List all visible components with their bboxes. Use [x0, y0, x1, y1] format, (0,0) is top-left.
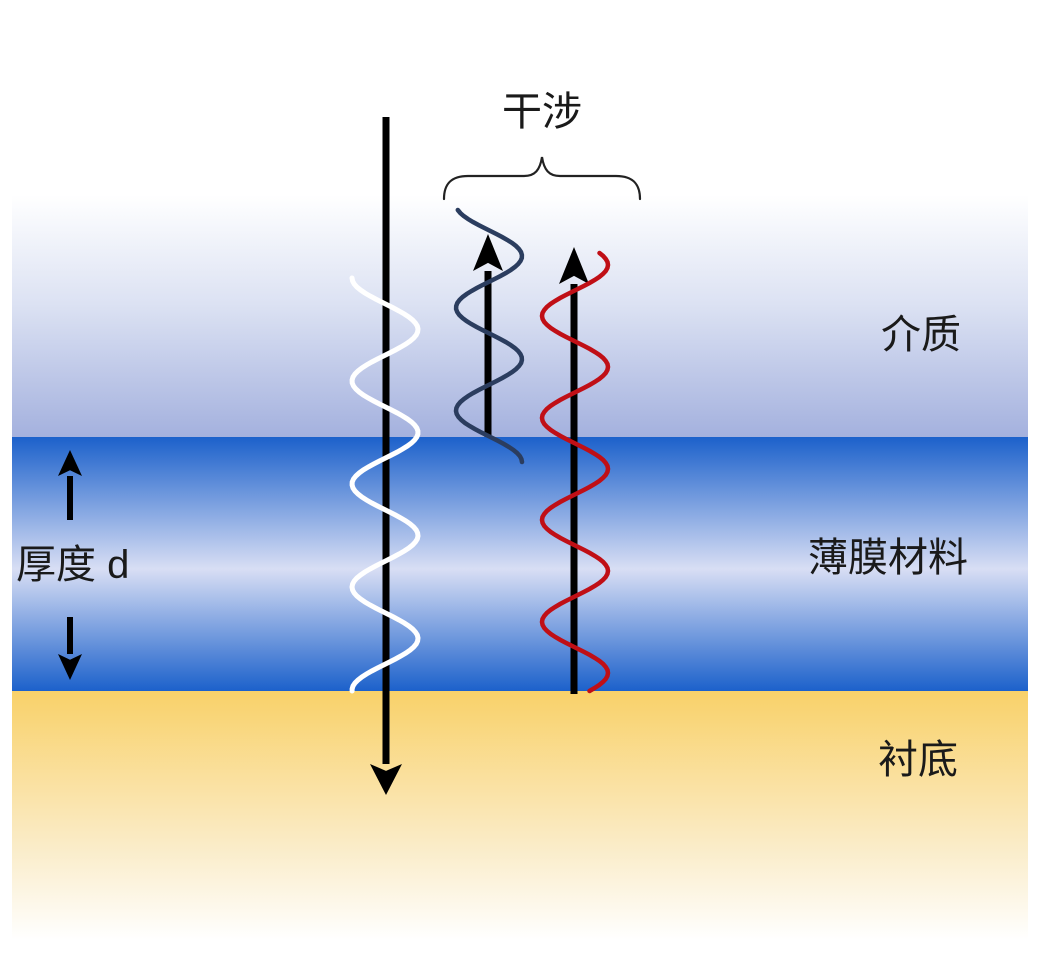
medium-region [12, 195, 1028, 437]
substrate-region [12, 691, 1028, 974]
substrate-label: 衬底 [878, 738, 958, 782]
interference-label: 干涉 [502, 90, 582, 134]
film-region [12, 437, 1028, 691]
film-label: 薄膜材料 [808, 536, 968, 580]
interference-brace-icon [442, 156, 642, 201]
thickness-label: 厚度 d [16, 543, 130, 587]
medium-label: 介质 [881, 313, 961, 357]
